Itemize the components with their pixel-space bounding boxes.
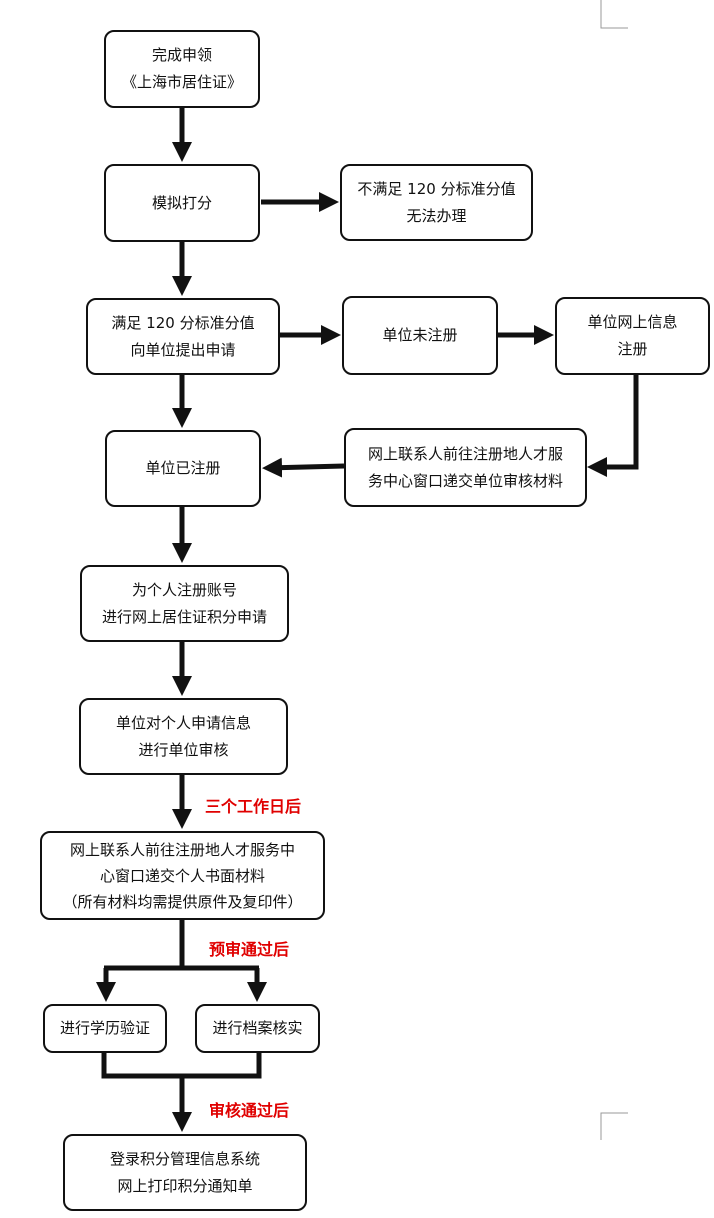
- node-contact-submit-personal-line-2: 心窗口递交个人书面材料: [99, 866, 265, 885]
- node-not-meet: 不满足 120 分标准分值 无法办理: [340, 164, 533, 241]
- node-unit-unregistered-label: 单位未注册: [382, 326, 458, 344]
- node-unit-review: 单位对个人申请信息 进行单位审核: [79, 698, 288, 775]
- node-login-system: 登录积分管理信息系统 网上打印积分通知单: [63, 1134, 307, 1211]
- node-unit-registered: 单位已注册: [105, 430, 261, 507]
- node-login-system-line-2: 网上打印积分通知单: [117, 1176, 253, 1195]
- node-contact-submit-unit: 网上联系人前往注册地人才服 务中心窗口递交单位审核材料: [344, 428, 587, 507]
- node-unit-unregistered: 单位未注册: [342, 296, 498, 375]
- node-education-verify-label: 进行学历验证: [59, 1019, 150, 1037]
- node-contact-submit-personal-line-1: 网上联系人前往注册地人才服务中: [69, 840, 295, 859]
- node-complete-line-2: 《上海市居住证》: [121, 73, 242, 91]
- node-meet: 满足 120 分标准分值 向单位提出申请: [86, 298, 280, 375]
- node-not-meet-line-2: 无法办理: [406, 206, 467, 225]
- node-personal-account: 为个人注册账号 进行网上居住证积分申请: [80, 565, 289, 642]
- arrow-contact-to-registered: [262, 457, 345, 478]
- node-contact-submit-unit-line-1: 网上联系人前往注册地人才服: [367, 444, 563, 463]
- node-unit-online-info-line-1: 单位网上信息: [587, 313, 678, 331]
- node-unit-online-info-line-2: 注册: [617, 340, 648, 358]
- annotation-three-workdays: 三个工作日后: [205, 797, 302, 816]
- line-merge: [101, 1053, 262, 1079]
- annotation-pre-review-passed: 预审通过后: [209, 940, 290, 959]
- node-education-verify: 进行学历验证: [43, 1004, 167, 1053]
- node-archive-verify: 进行档案核实: [195, 1004, 320, 1053]
- page-corner-mark-bottom: [600, 1112, 628, 1140]
- page-corner-mark-top: [600, 0, 628, 29]
- node-login-system-line-1: 登录积分管理信息系统: [109, 1149, 260, 1168]
- arrow-online-info-to-contact: [587, 375, 639, 477]
- node-contact-submit-personal-line-3: （所有材料均需提供原件及复印件）: [62, 892, 303, 911]
- node-not-meet-line-1: 不满足 120 分标准分值: [357, 179, 516, 198]
- node-complete-line-1: 完成申领: [151, 46, 212, 64]
- node-unit-review-line-2: 进行单位审核: [138, 740, 229, 759]
- node-contact-submit-unit-line-2: 务中心窗口递交单位审核材料: [367, 471, 563, 490]
- node-meet-line-1: 满足 120 分标准分值: [111, 313, 255, 332]
- node-personal-account-line-2: 进行网上居住证积分申请: [101, 607, 267, 626]
- node-contact-submit-personal: 网上联系人前往注册地人才服务中 心窗口递交个人书面材料 （所有材料均需提供原件及…: [40, 831, 325, 920]
- node-simulate-score-label: 模拟打分: [151, 193, 212, 212]
- node-archive-verify-label: 进行档案核实: [212, 1019, 303, 1037]
- node-unit-registered-label: 单位已注册: [145, 459, 221, 477]
- annotation-review-passed: 审核通过后: [209, 1101, 290, 1120]
- node-personal-account-line-1: 为个人注册账号: [131, 580, 237, 599]
- node-unit-review-line-1: 单位对个人申请信息: [115, 713, 251, 732]
- node-meet-line-2: 向单位提出申请: [130, 340, 236, 359]
- node-simulate-score: 模拟打分: [104, 164, 260, 242]
- node-unit-online-info: 单位网上信息 注册: [555, 297, 710, 375]
- node-complete: 完成申领 《上海市居住证》: [104, 30, 260, 108]
